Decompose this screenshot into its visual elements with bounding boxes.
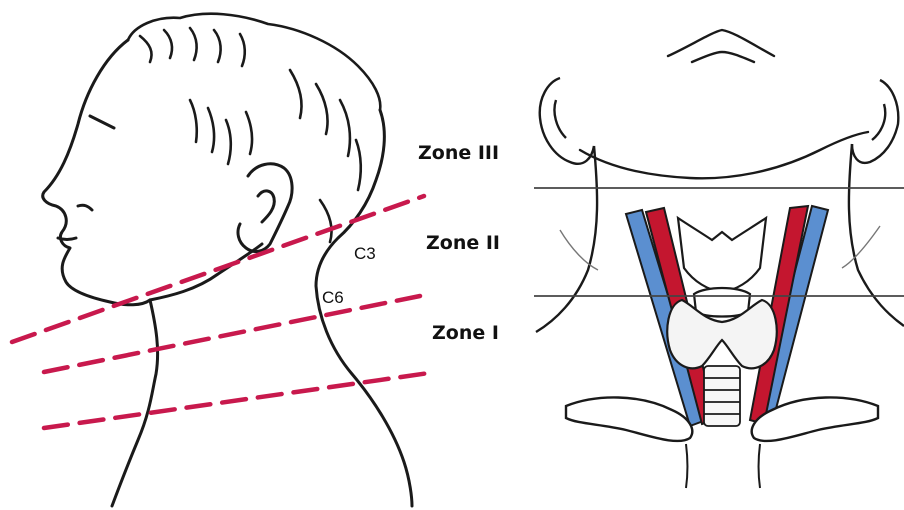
c6-label: C6 — [322, 288, 344, 308]
ear — [238, 164, 292, 252]
zone-dashed-lines — [12, 196, 436, 428]
zone-line-angle-mandible — [12, 196, 424, 342]
zone-line-cricoid — [44, 296, 420, 372]
larynx — [678, 218, 766, 317]
trachea — [704, 366, 740, 426]
zone-1-label: Zone I — [432, 322, 499, 344]
right-ear — [852, 80, 898, 163]
chest-outline — [686, 444, 760, 488]
left-ear — [540, 78, 594, 164]
hair — [128, 14, 380, 242]
zone-3-label: Zone III — [418, 142, 499, 164]
anterior-neck-illustration — [534, 30, 904, 488]
c3-label: C3 — [354, 244, 376, 264]
jaw-outline — [580, 30, 868, 178]
zone-line-clavicle — [44, 372, 436, 428]
zone-2-label: Zone II — [426, 232, 500, 254]
head-outline — [43, 40, 412, 506]
